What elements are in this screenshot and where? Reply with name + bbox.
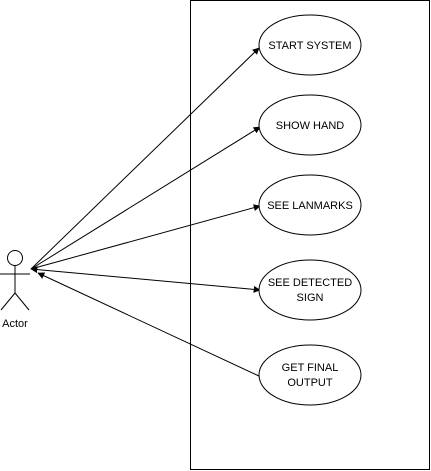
actor-figure [0, 250, 30, 311]
associations [30, 47, 262, 378]
use-case-show-hand[interactable]: SHOW HAND [258, 94, 362, 156]
use-case-ellipse [258, 344, 362, 406]
use-case-label: START SYSTEM [268, 40, 351, 52]
arrow-to-start-system [30, 47, 260, 270]
actor-left-leg [0, 292, 16, 311]
arrow-to-see-detected-sign [30, 266, 261, 293]
use-case-label-line-2: OUTPUT [287, 377, 333, 389]
use-case-get-final-output[interactable]: GET FINAL OUTPUT [258, 344, 362, 406]
use-case-ellipse [258, 14, 362, 76]
arrow-from-get-final-output [37, 272, 262, 378]
use-case-ellipse [258, 94, 362, 156]
actor-label: Actor [2, 318, 28, 330]
actor-head [7, 250, 23, 266]
use-case-label-line-1: SEE DETECTED [268, 277, 352, 289]
use-case-label: SEE LANMARKS [267, 200, 353, 212]
use-case-start-system[interactable]: START SYSTEM [258, 14, 362, 76]
use-case-ellipse [258, 174, 362, 236]
arrow-to-show-hand [30, 126, 261, 270]
use-case-ellipse [258, 259, 362, 321]
actor-right-leg [14, 292, 30, 311]
use-case-see-detected-sign[interactable]: SEE DETECTED SIGN [258, 259, 362, 321]
use-case-label: SHOW HAND [276, 120, 345, 132]
use-case-label-line-2: SIGN [297, 292, 324, 304]
use-case-see-lanmarks[interactable]: SEE LANMARKS [258, 174, 362, 236]
arrow-to-see-lanmarks [30, 204, 261, 270]
use-case-label-line-1: GET FINAL [282, 362, 339, 374]
